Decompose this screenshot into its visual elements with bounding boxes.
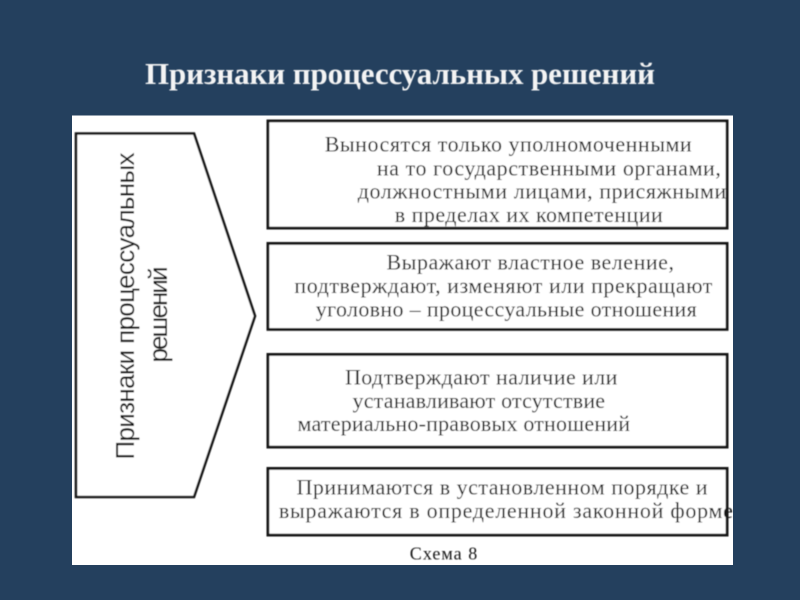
svg-text:выражаются в определенной зако: выражаются в определенной законной форме — [279, 498, 733, 523]
svg-text:Признаки процессуальных решени: Признаки процессуальных решений — [145, 56, 655, 91]
svg-text:на то государственными органам: на то государственными органами, — [377, 155, 721, 180]
svg-text:уголовно – процессуальные отно: уголовно – процессуальные отношения — [316, 296, 697, 321]
svg-text:решений: решений — [143, 267, 173, 363]
svg-text:материально-правовых отношений: материально-правовых отношений — [298, 411, 631, 436]
svg-text:Выражают властное веление,: Выражают властное веление, — [386, 249, 674, 274]
svg-text:подтверждают, изменяют или пре: подтверждают, изменяют или прекращают — [294, 273, 712, 298]
svg-text:Схема 8: Схема 8 — [410, 544, 477, 564]
svg-text:Подтверждают наличие или: Подтверждают наличие или — [345, 365, 618, 390]
svg-text:устанавливают отсутствие: устанавливают отсутствие — [353, 388, 606, 413]
svg-text:Принимаются в установленном по: Принимаются в установленном порядке и — [297, 475, 708, 500]
svg-text:в пределах их компетенции: в пределах их компетенции — [395, 202, 663, 227]
svg-text:Признаки процессуальных: Признаки процессуальных — [110, 153, 140, 460]
svg-text:должностными лицами, присяжным: должностными лицами, присяжными — [358, 178, 727, 203]
svg-text:Выносятся только уполномоченны: Выносятся только уполномоченными — [325, 132, 692, 157]
